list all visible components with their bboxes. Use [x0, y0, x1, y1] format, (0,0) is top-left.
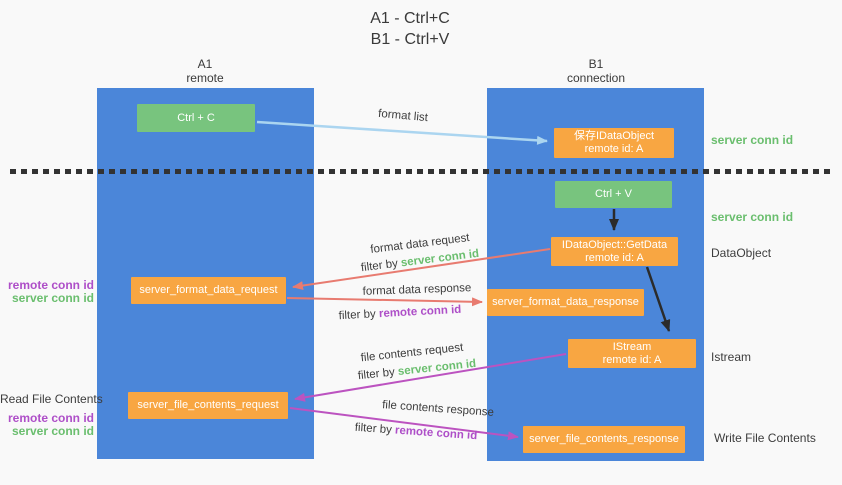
format-data-response-arrow [286, 297, 483, 307]
column-a1-name: A1 [197, 57, 213, 71]
node-ctrl-c: Ctrl + C [137, 104, 255, 132]
left-label-read-file-contents: Read File Contents [0, 392, 103, 406]
node-server-format-data-request: server_format_data_request [131, 277, 286, 304]
node-istream-line1: IStream [612, 340, 652, 353]
node-server-file-contents-response-label: server_file_contents_response [529, 433, 679, 445]
session-divider-line [10, 169, 830, 174]
format-data-request-arrow [292, 248, 551, 290]
column-header-a1: A1 remote [135, 57, 275, 85]
node-ctrl-v: Ctrl + V [555, 181, 672, 208]
node-save-idataobject: 保存IDataObject remote id: A [554, 128, 674, 158]
left-label-server-conn-id-2: server conn id [11, 424, 94, 438]
node-server-format-data-response-label: server_format_data_response [492, 296, 639, 308]
node-istream-line2: remote id: A [602, 353, 662, 366]
right-label-istream: Istream [711, 350, 752, 364]
right-label-server-conn-id-2: server conn id [711, 210, 794, 224]
column-b1-name: B1 [588, 57, 604, 71]
node-istream: IStream remote id: A [568, 339, 696, 368]
left-label-server-conn-id-1: server conn id [11, 291, 94, 305]
diagram-title: A1 - Ctrl+C B1 - Ctrl+V [310, 8, 510, 50]
right-label-dataobject: DataObject [711, 246, 772, 260]
node-server-file-contents-request-label: server_file_contents_request [137, 399, 279, 411]
node-idataobject-getdata-line2: remote id: A [585, 251, 644, 264]
node-save-idataobject-line1: 保存IDataObject [573, 130, 655, 142]
title-line-2: B1 - Ctrl+V [370, 31, 450, 48]
format-list-arrow [256, 120, 548, 145]
title-line-1: A1 - Ctrl+C [370, 10, 450, 27]
column-a1-role: remote [186, 71, 224, 85]
file-contents-request-arrow [294, 353, 567, 402]
filter-by-text: filter by [338, 308, 380, 323]
node-idataobject-getdata: IDataObject::GetData remote id: A [551, 237, 678, 266]
column-header-b1: B1 connection [526, 57, 666, 85]
column-b1-role: connection [566, 71, 626, 85]
node-ctrl-c-label: Ctrl + C [177, 111, 215, 124]
left-label-remote-conn-id-1: remote conn id [7, 278, 94, 292]
node-server-format-data-response: server_format_data_response [487, 289, 644, 316]
right-label-server-conn-id-1: server conn id [711, 133, 794, 147]
getdata-to-istream-arrow [645, 266, 671, 332]
left-label-remote-conn-id-2: remote conn id [7, 411, 94, 425]
node-server-file-contents-request: server_file_contents_request [128, 392, 288, 419]
node-save-idataobject-line2: remote id: A [584, 143, 644, 155]
node-idataobject-getdata-line1: IDataObject::GetData [561, 238, 668, 251]
node-server-format-data-request-label: server_format_data_request [139, 284, 278, 296]
file-contents-response-arrow [289, 407, 519, 441]
node-server-file-contents-response: server_file_contents_response [523, 426, 685, 453]
node-ctrl-v-label: Ctrl + V [595, 188, 632, 200]
right-label-write-file-contents: Write File Contents [714, 431, 816, 445]
